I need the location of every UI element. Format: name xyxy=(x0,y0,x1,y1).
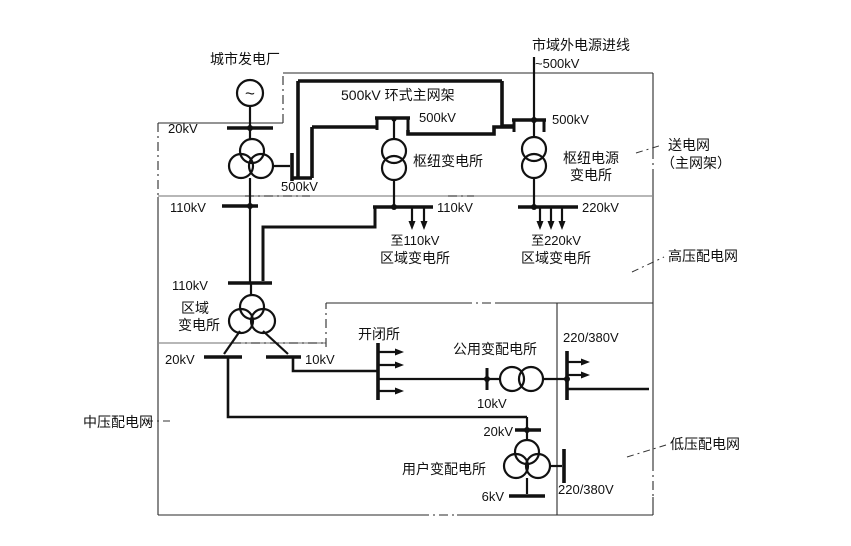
label-regional-substation-line2: 变电所 xyxy=(178,317,220,333)
transformer-3w-user-icon xyxy=(502,438,552,480)
label-220-380v-lower: 220/380V xyxy=(558,482,614,497)
label-20kv-user: 20kV xyxy=(483,424,513,439)
junction-dots xyxy=(247,116,570,433)
label-500kv-ring-grid: 500kV 环式主网架 xyxy=(341,87,455,103)
label-lv-distribution-grid: 低压配电网 xyxy=(670,436,740,452)
bus-bars xyxy=(204,116,578,498)
label-transmission-grid-line1: 送电网 xyxy=(668,137,710,153)
lv-grid-leader-line xyxy=(626,444,667,458)
transformer-2w-hub-source-icon xyxy=(520,135,548,180)
label-city-power-plant: 城市发电厂 xyxy=(210,51,280,67)
label-mv-distribution-grid: 中压配电网 xyxy=(83,414,153,430)
label-500kv-right-bus: 500kV xyxy=(552,112,589,127)
label-6kv-bus: 6kV xyxy=(482,489,505,504)
label-10kv-regional-bus: 10kV xyxy=(305,352,335,367)
feeder-10kv xyxy=(291,357,378,373)
label-110kv-left-bus: 110kV xyxy=(170,200,206,215)
text-labels: 城市发电厂 市域外电源进线 ~500kV 500kV 环式主网架 500kV 5… xyxy=(83,37,740,504)
label-220kv-bus: 220kV xyxy=(582,200,619,215)
send-grid-leader-line xyxy=(635,144,663,154)
label-20kv-regional-bus: 20kV xyxy=(165,352,195,367)
hv-grid-leader-line xyxy=(631,256,665,273)
feeder-20kv xyxy=(226,357,527,419)
outgoing-feeder-arrows xyxy=(378,207,590,395)
connection-lines xyxy=(223,57,649,494)
label-hub-source-substation-line1: 枢纽电源 xyxy=(563,150,619,166)
generator-icon: ~ xyxy=(235,78,265,108)
label-20kv-generator-bus: 20kV xyxy=(168,121,198,136)
label-110kv-middle-bus: 110kV xyxy=(437,200,473,215)
generator-symbol: ~ xyxy=(245,84,255,103)
label-10kv-public: 10kV xyxy=(477,396,507,411)
label-220-380v-upper: 220/380V xyxy=(563,330,619,345)
label-500kv-middle-bus: 500kV xyxy=(419,110,456,125)
label-external-source-line: 市域外电源进线 xyxy=(532,37,630,53)
label-to-220kv-line2: 区域变电所 xyxy=(521,250,591,266)
label-public-substation: 公用变配电所 xyxy=(453,341,537,357)
transformer-2w-public-icon xyxy=(498,365,545,393)
label-to-110kv-line1: 至110kV xyxy=(391,233,440,248)
label-hub-source-substation-line2: 变电所 xyxy=(570,167,612,183)
label-to-220kv-line1: 至220kV xyxy=(531,233,581,248)
label-switching-station: 开闭所 xyxy=(358,326,400,342)
transformer-2w-hub-icon xyxy=(380,137,408,182)
transformer-3w-regional-icon xyxy=(227,293,277,335)
link-110kv xyxy=(261,207,377,281)
label-hv-distribution-grid: 高压配电网 xyxy=(668,248,738,264)
label-hub-substation: 枢纽变电所 xyxy=(413,153,483,169)
label-to-110kv-line2: 区域变电所 xyxy=(380,250,450,266)
label-external-voltage: ~500kV xyxy=(535,56,580,71)
region-borders xyxy=(157,72,654,516)
transformer-3w-generator-icon xyxy=(227,137,275,180)
label-500kv-generator-bus: 500kV xyxy=(281,179,318,194)
label-transmission-grid-line2: （主网架） xyxy=(661,155,731,171)
label-regional-substation-line1: 区域 xyxy=(181,300,209,316)
label-110kv-lower-bus: 110kV xyxy=(172,278,208,293)
label-leaders xyxy=(146,144,667,458)
label-user-substation: 用户变配电所 xyxy=(402,461,486,477)
ring-500kv-lines xyxy=(290,79,514,181)
